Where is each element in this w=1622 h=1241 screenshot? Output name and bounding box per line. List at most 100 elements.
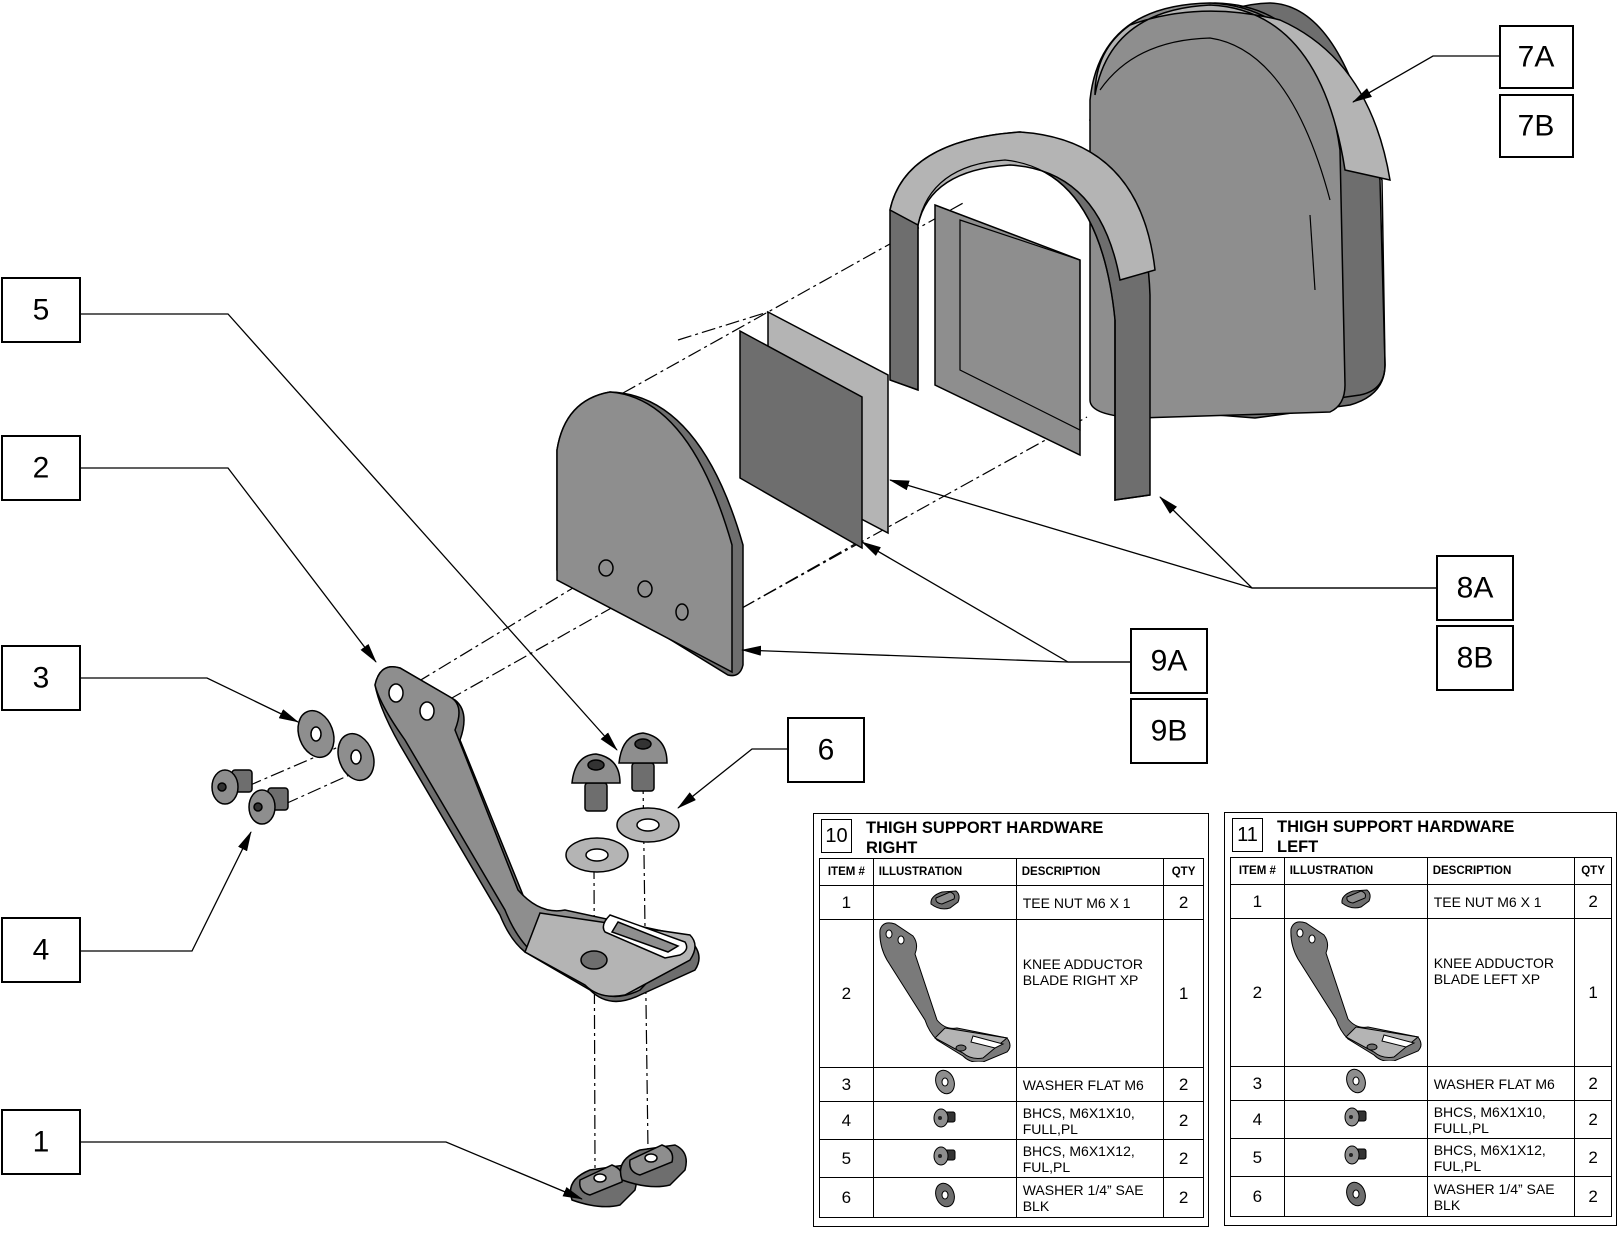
item-number: 4 xyxy=(1230,1100,1285,1139)
svg-text:6: 6 xyxy=(818,734,835,767)
callout-9B: 9B xyxy=(1130,698,1208,764)
svg-text:9B: 9B xyxy=(1151,715,1188,748)
bom-title: THIGH SUPPORT HARDWARE LEFT xyxy=(1277,818,1515,856)
button-head-screw-icon xyxy=(1283,1138,1428,1177)
tee-nut-parts xyxy=(569,1144,687,1208)
callout-8A: 8A xyxy=(1436,555,1514,621)
item-number: 6 xyxy=(1230,1176,1285,1217)
item-description: BHCS, M6X1X10, FULL,PL xyxy=(1015,1101,1165,1140)
table-row: 3 WASHER FLAT M6 2 xyxy=(1230,1066,1612,1101)
table-row: 2 KNEE ADDUCTOR BLADE LEFT XP 1 xyxy=(1230,918,1612,1067)
item-description: WASHER FLAT M6 xyxy=(1015,1067,1165,1102)
flat-washer-parts xyxy=(297,709,375,782)
item-description: KNEE ADDUCTOR BLADE LEFT XP xyxy=(1426,918,1576,1067)
washer-icon xyxy=(1283,1066,1428,1101)
svg-text:4: 4 xyxy=(33,934,50,967)
washer-icon xyxy=(872,1177,1017,1218)
item-description: BHCS, M6X1X12, FUL,PL xyxy=(1426,1138,1576,1177)
bom-number: 10 xyxy=(821,819,852,853)
table-row: 4 BHCS, M6X1X10, FULL,PL 2 xyxy=(1230,1100,1612,1139)
item-qty: 2 xyxy=(1163,885,1204,920)
item-description: KNEE ADDUCTOR BLADE RIGHT XP xyxy=(1015,919,1165,1068)
callout-4: 4 xyxy=(1,917,81,983)
bom-table-left: 11 THIGH SUPPORT HARDWARE LEFT ITEM # IL… xyxy=(1224,812,1617,1226)
item-qty: 1 xyxy=(1574,918,1612,1067)
item-qty: 2 xyxy=(1574,884,1612,919)
leader-lines xyxy=(80,55,1500,1200)
button-head-screws-right xyxy=(571,732,668,812)
svg-text:8B: 8B xyxy=(1457,642,1494,675)
table-row: 1 TEE NUT M6 X 1 2 xyxy=(819,885,1204,920)
table-row: 5 BHCS, M6X1X12, FUL,PL 2 xyxy=(819,1139,1204,1178)
bom-header-row: ITEM # ILLUSTRATION DESCRIPTION QTY xyxy=(819,858,1204,886)
svg-text:1: 1 xyxy=(33,1126,50,1159)
knee-adductor-blade-part xyxy=(374,666,700,1003)
item-qty: 2 xyxy=(1574,1176,1612,1217)
header-item: ITEM # xyxy=(819,858,874,886)
table-row: 4 BHCS, M6X1X10, FULL,PL 2 xyxy=(819,1101,1204,1140)
table-row: 6 WASHER 1/4” SAE BLK 2 xyxy=(819,1177,1204,1218)
item-description: BHCS, M6X1X12, FUL,PL xyxy=(1015,1139,1165,1178)
tee-nut-icon xyxy=(1283,884,1428,919)
item-qty: 1 xyxy=(1163,919,1204,1068)
item-qty: 2 xyxy=(1163,1101,1204,1140)
svg-text:3: 3 xyxy=(33,662,50,695)
svg-text:7B: 7B xyxy=(1518,110,1555,143)
header-illustration: ILLUSTRATION xyxy=(1283,857,1428,885)
item-number: 6 xyxy=(819,1177,874,1218)
header-description: DESCRIPTION xyxy=(1015,858,1165,886)
washer-icon xyxy=(872,1067,1017,1102)
item-number: 1 xyxy=(819,885,874,920)
mounting-plate-part xyxy=(556,391,744,677)
thigh-pad-part xyxy=(1089,2,1391,419)
item-description: TEE NUT M6 X 1 xyxy=(1426,884,1576,919)
bom-header: 10 THIGH SUPPORT HARDWARE RIGHT xyxy=(814,814,1208,858)
item-description: WASHER 1/4” SAE BLK xyxy=(1426,1176,1576,1217)
callout-2: 2 xyxy=(1,435,81,501)
washer-icon xyxy=(1283,1176,1428,1217)
item-qty: 2 xyxy=(1163,1139,1204,1178)
bom-title: THIGH SUPPORT HARDWARE RIGHT xyxy=(866,819,1104,857)
svg-text:2: 2 xyxy=(33,452,50,485)
header-item: ITEM # xyxy=(1230,857,1285,885)
header-description: DESCRIPTION xyxy=(1426,857,1576,885)
callout-8B: 8B xyxy=(1436,625,1514,691)
header-qty: QTY xyxy=(1163,858,1204,886)
item-number: 4 xyxy=(819,1101,874,1140)
item-number: 3 xyxy=(1230,1066,1285,1101)
callout-5: 5 xyxy=(1,277,81,343)
table-row: 6 WASHER 1/4” SAE BLK 2 xyxy=(1230,1176,1612,1217)
bom-number: 11 xyxy=(1232,818,1263,852)
callout-7B: 7B xyxy=(1499,94,1574,158)
callout-1: 1 xyxy=(1,1109,81,1175)
item-number: 5 xyxy=(819,1139,874,1178)
item-number: 2 xyxy=(819,919,874,1068)
bom-grid: ITEM # ILLUSTRATION DESCRIPTION QTY 1 TE… xyxy=(819,858,1204,1218)
callout-6: 6 xyxy=(787,717,865,783)
item-number: 1 xyxy=(1230,884,1285,919)
item-number: 5 xyxy=(1230,1138,1285,1177)
table-row: 3 WASHER FLAT M6 2 xyxy=(819,1067,1204,1102)
item-description: WASHER 1/4” SAE BLK xyxy=(1015,1177,1165,1218)
button-head-screw-icon xyxy=(1283,1100,1428,1139)
bom-header-row: ITEM # ILLUSTRATION DESCRIPTION QTY xyxy=(1230,857,1612,885)
bom-grid: ITEM # ILLUSTRATION DESCRIPTION QTY 1 TE… xyxy=(1230,857,1612,1217)
item-number: 2 xyxy=(1230,918,1285,1067)
item-qty: 2 xyxy=(1574,1138,1612,1177)
item-description: TEE NUT M6 X 1 xyxy=(1015,885,1165,920)
button-head-screw-icon xyxy=(872,1101,1017,1140)
sae-washer-parts xyxy=(565,807,680,873)
svg-text:8A: 8A xyxy=(1457,572,1494,605)
button-head-screws-left xyxy=(211,769,289,825)
callout-3: 3 xyxy=(1,645,81,711)
item-description: BHCS, M6X1X10, FULL,PL xyxy=(1426,1100,1576,1139)
callout-7A: 7A xyxy=(1499,25,1574,89)
svg-text:7A: 7A xyxy=(1518,41,1555,74)
table-row: 2 KNEE ADDUCTOR BLADE RIGHT XP 1 xyxy=(819,919,1204,1068)
item-qty: 2 xyxy=(1574,1066,1612,1101)
bom-table-right: 10 THIGH SUPPORT HARDWARE RIGHT ITEM # I… xyxy=(813,813,1209,1227)
table-row: 5 BHCS, M6X1X12, FUL,PL 2 xyxy=(1230,1138,1612,1177)
knee-adductor-blade-icon xyxy=(1283,918,1428,1067)
knee-adductor-blade-icon xyxy=(872,919,1017,1068)
